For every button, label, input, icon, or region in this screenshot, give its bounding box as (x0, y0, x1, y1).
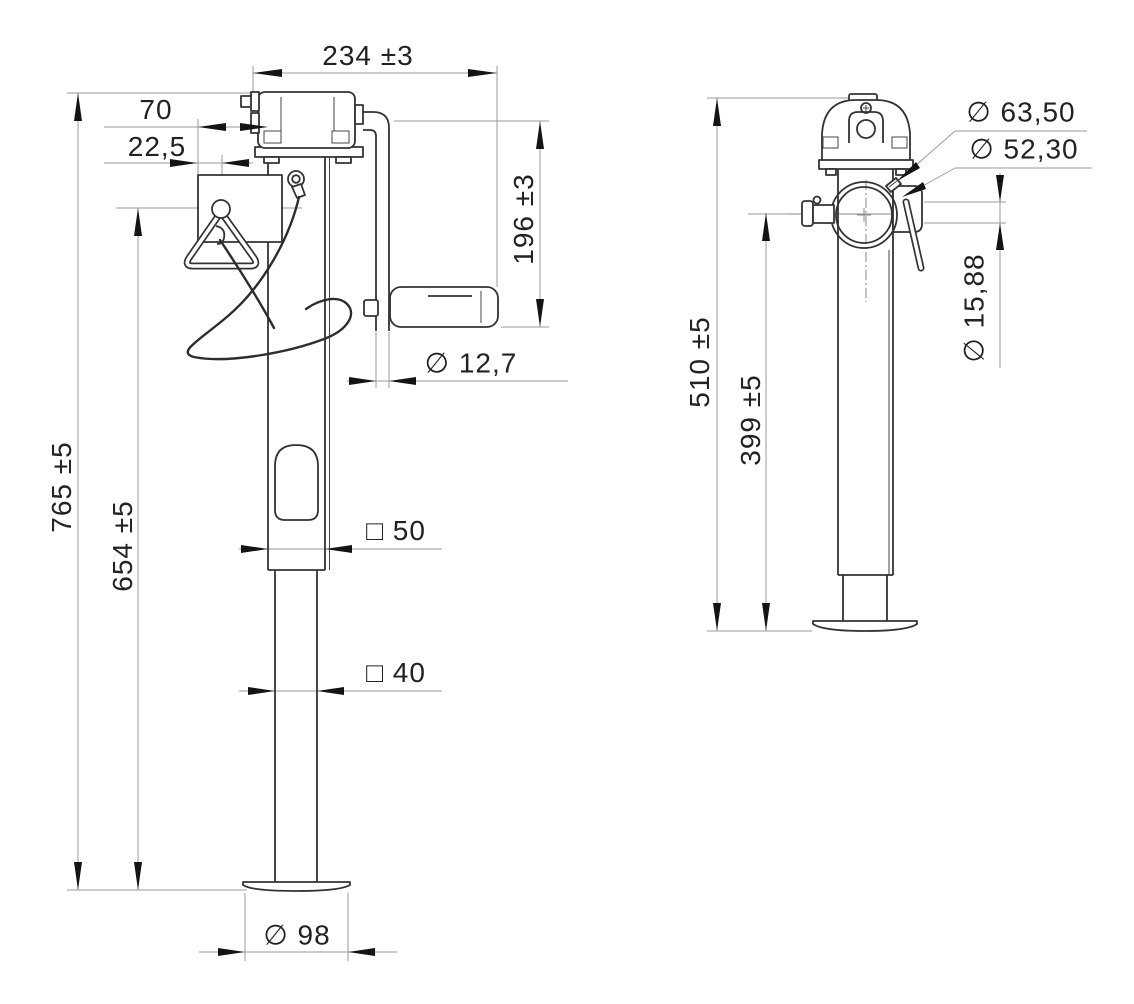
dim-label-pin-offset: 22,5 (127, 131, 187, 162)
dim-label-top-width: 234 ±3 (322, 40, 414, 71)
clamp-ring (830, 177, 902, 249)
tube-slot (274, 444, 319, 521)
dim-label-pin-dia: ∅ 15,88 (958, 253, 990, 363)
cover-screw (860, 102, 872, 114)
inner-tube (274, 570, 318, 882)
cover-keyhole (848, 111, 884, 143)
dim-label-clamp-inner-dia: ∅ 52,30 (969, 133, 1079, 165)
dim-label-overall-height: 765 ±5 (46, 441, 77, 533)
dim-label-foot-dia: ∅ 98 (263, 919, 331, 951)
gearbox-cover (818, 93, 914, 176)
side-view (183, 91, 499, 892)
safety-cable (186, 170, 353, 361)
clamp-screw (885, 177, 902, 193)
dim-label-handle-drop: 196 ±3 (508, 173, 539, 265)
locking-pin (801, 195, 835, 227)
dim-label-front-overall-height: 510 ±5 (684, 316, 715, 408)
dim-label-pin-center-height: 654 ±5 (107, 500, 138, 592)
dim-label-clamp-outer-dia: ∅ 63,50 (966, 96, 1076, 128)
pull-pin-assembly (183, 174, 283, 270)
foot-plate (242, 881, 351, 892)
crank-handle (363, 111, 499, 331)
dim-label-inner-tube-square: □ 40 (366, 657, 426, 688)
gearbox-housing (240, 91, 364, 164)
dim-label-handle-tube-dia: ∅ 12,7 (424, 347, 518, 379)
cable-hook (215, 225, 226, 245)
dim-label-front-pin-center-height: 399 ±5 (735, 374, 766, 466)
handle-bolt (363, 299, 379, 317)
dim-label-bracket-offset: 70 (139, 94, 173, 125)
handle-grip (389, 286, 499, 328)
dimension-arrows (74, 69, 1004, 956)
pin-head (211, 199, 231, 219)
pin-handle-rod (902, 198, 925, 272)
front-view (801, 93, 925, 632)
front-foot-plate (812, 620, 918, 632)
dim-label-outer-tube-square: □ 50 (366, 515, 426, 546)
pin-clip (812, 195, 822, 205)
